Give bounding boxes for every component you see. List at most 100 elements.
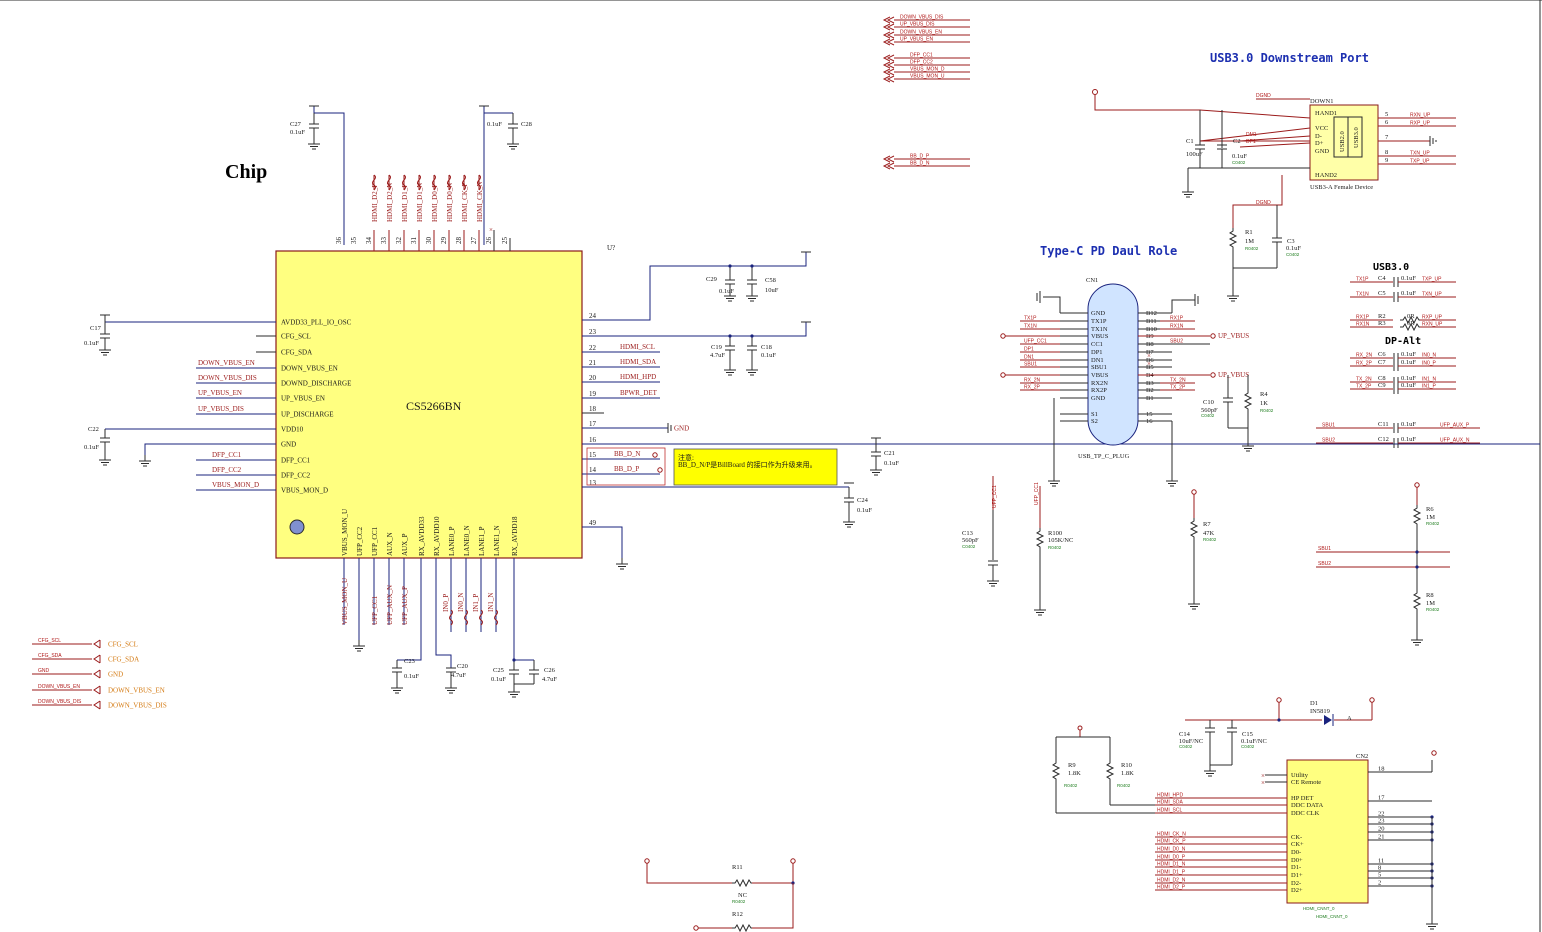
- chip-name: CS5266BN: [406, 399, 462, 413]
- port-net-label: DOWN_VBUS_EN: [38, 684, 80, 690]
- chip-net-label: DFP_CC2: [212, 466, 242, 474]
- chip-net-label: HDMI_D1_P: [401, 184, 409, 222]
- cap-symbol: [987, 560, 999, 566]
- resistor-symbol: [1229, 227, 1237, 249]
- cap-value: 4.7uF: [451, 672, 466, 679]
- coupling-ref: C8: [1378, 375, 1386, 382]
- hdmi-pin: DDC DATA: [1291, 802, 1323, 809]
- chip-pin-number: 24: [589, 312, 597, 320]
- c14-value: 10uF/NC: [1179, 738, 1203, 745]
- chip-net-label: IN0_N: [457, 593, 465, 612]
- cap-symbol: [1393, 383, 1399, 395]
- chip-net-label: DOWN_VBUS_EN: [198, 359, 255, 367]
- port-label: CFG_SDA: [108, 656, 139, 664]
- resistor-symbol: [1413, 589, 1421, 611]
- r7-ref: R7: [1203, 521, 1211, 528]
- ground-symbol: [1047, 474, 1061, 487]
- cap-value: 0.1uF: [761, 352, 776, 359]
- chip-net-label: IN0_P: [442, 594, 450, 612]
- c10-ref: C10: [1203, 399, 1214, 406]
- chip-net-label: UFP_AUX_N: [386, 585, 394, 625]
- typec-net-right: RX1N: [1170, 324, 1184, 330]
- chip-pin-name: UFP_CC1: [371, 526, 379, 556]
- c14-ref: C14: [1179, 731, 1191, 738]
- hdmi-designator: CN2: [1356, 753, 1368, 760]
- ground-symbol: [1165, 474, 1179, 487]
- cap-symbol: [1393, 352, 1399, 364]
- chip-pin-name: AVDD33_PLL_IO_OSC: [281, 319, 352, 327]
- chip-net-label: HDMI_D2_P: [371, 184, 379, 222]
- chip-net-label: HDMI_CK_P: [461, 183, 469, 222]
- no-connect-mark: ×: [1261, 772, 1265, 780]
- chip-pin-number: 33: [380, 237, 388, 245]
- hdmi-part2: HDMI_CNNT_0: [1316, 914, 1348, 919]
- coupling-net-left: RX1P: [1356, 315, 1370, 321]
- typec-net-left: TX1P: [1024, 316, 1037, 322]
- chip-pin1-marker: [289, 519, 305, 535]
- chip-cap-labels: C270.1uFC280.1uFC170.1uFC220.1uFC290.1uF…: [84, 121, 899, 683]
- chip-pin-number: 13: [589, 479, 597, 487]
- hdmi-pin-number: 17: [1378, 795, 1385, 802]
- chip-pin-number: 17: [589, 420, 597, 428]
- resistor-symbol: [731, 879, 753, 887]
- coupling-value: 0.1uF: [1401, 436, 1416, 443]
- section-title-typec: Type-C PD Daul Role: [1040, 244, 1177, 258]
- c13-net: UFP_CC1: [992, 485, 998, 508]
- chip-pin-name: VDD10: [281, 426, 304, 434]
- coupling-net-left: RX_2N: [1356, 353, 1373, 359]
- top-net-labels: DOWN_VBUS_DISUP_VBUS_DISDOWN_VBUS_ENUP_V…: [883, 15, 970, 170]
- coupling-net-left: RX_2P: [1356, 361, 1373, 367]
- top-net-label: DOWN_VBUS_EN: [900, 30, 942, 36]
- port-net-label: DOWN_VBUS_DIS: [38, 699, 82, 705]
- hdmi-pin: CE Remote: [1291, 779, 1321, 786]
- d1-ref: D1: [1310, 700, 1318, 707]
- hdmi-net: HDMI_SDA: [1157, 800, 1184, 806]
- chip-net-label: BPWR_DET: [620, 389, 658, 397]
- section-title-usb3-down: USB3.0 Downstream Port: [1210, 51, 1369, 65]
- coupling-net-right: IN1_N: [1422, 377, 1437, 383]
- cap-value: 0.1uF: [84, 444, 99, 451]
- hdmi-pin-number: 11: [1378, 858, 1384, 865]
- coupling-value: 0.1uF: [1401, 382, 1416, 389]
- coupling-ref: C4: [1378, 275, 1386, 282]
- port-label: DOWN_VBUS_DIS: [108, 702, 167, 710]
- c10-value: 560pF: [1201, 407, 1218, 414]
- coupling-net-left: SBU1: [1322, 423, 1335, 429]
- hdmi-pin-number: 21: [1378, 834, 1385, 841]
- cap-value: 0.1uF: [857, 507, 872, 514]
- c15-ref: C15: [1242, 731, 1253, 738]
- cap-ref: C19: [711, 344, 722, 351]
- cap-ref: C21: [884, 450, 895, 457]
- c2-fp: C0402: [1232, 160, 1246, 165]
- cap-symbol: [1393, 437, 1399, 449]
- cap-value: 0.1uF: [487, 121, 502, 128]
- chip-pin-number: 31: [410, 237, 418, 245]
- chip-pin-number: 20: [589, 374, 597, 382]
- hdmi-pin-number: 22: [1378, 811, 1385, 818]
- coupling-value: 0.1uF: [1401, 275, 1416, 282]
- r12-ref: R12: [732, 911, 743, 918]
- chip-net-label: HDMI_SCL: [620, 343, 655, 351]
- chip-net-label: VBUS_MON_D: [212, 481, 259, 489]
- cap-ref: C29: [706, 276, 717, 283]
- top-net-label: BB_D_P: [910, 154, 930, 160]
- resistor-symbol: [1106, 759, 1114, 781]
- usb3a-pin: HAND2: [1315, 172, 1337, 179]
- chip-pin-name: LANE0_P: [448, 526, 456, 556]
- chip-pin-name: VBUS_MON_D: [281, 487, 328, 495]
- c10-fp: C0402: [1201, 413, 1215, 418]
- no-connect-mark: ×: [1147, 360, 1151, 368]
- coupling-net-left: TX_2P: [1356, 384, 1372, 390]
- cap-value: 0.1uF: [719, 288, 734, 295]
- usb3a-inner-label: USB2.0: [1339, 131, 1346, 152]
- chip-power-wiring: [98, 105, 1540, 698]
- chip-designator: U?: [607, 244, 615, 252]
- cap-symbol: [1271, 237, 1283, 243]
- r1-ref: R1: [1245, 229, 1253, 236]
- hdmi-net: HDMI_D0_N: [1157, 847, 1186, 853]
- typec-pin-left: DP1: [1091, 349, 1103, 356]
- chip-pin-number: 28: [455, 237, 463, 245]
